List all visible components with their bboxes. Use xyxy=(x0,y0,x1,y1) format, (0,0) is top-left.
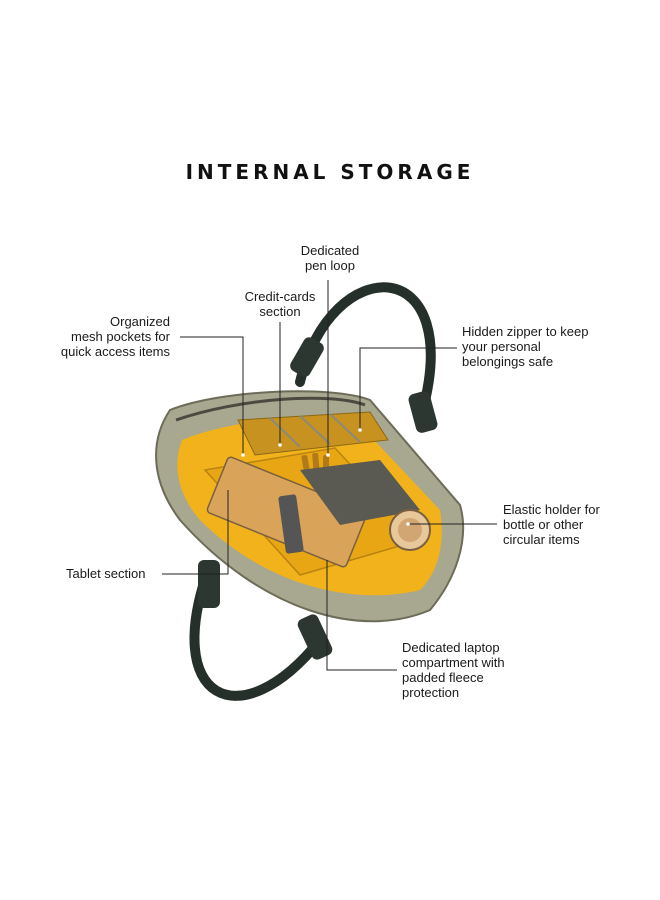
leader-laptop xyxy=(326,560,397,671)
top-handle-tab-left xyxy=(290,337,324,377)
bottom-handle xyxy=(189,560,325,701)
leader-lines xyxy=(162,280,497,671)
bottom-handle-tab-right xyxy=(297,614,333,660)
callout-laptop: Dedicated laptop compartment with padded… xyxy=(402,640,505,700)
elastic-strap xyxy=(278,494,304,554)
page-title: INTERNAL STORAGE xyxy=(185,160,475,184)
leader-tablet xyxy=(162,490,229,575)
top-handle xyxy=(295,282,436,425)
leader-mesh-pockets xyxy=(180,336,244,455)
callout-hidden-zipper: Hidden zipper to keep your personal belo… xyxy=(462,324,589,369)
callout-mesh-pockets: Organized mesh pockets for quick access … xyxy=(60,314,170,359)
callout-credit-cards: Credit-cards section xyxy=(244,289,316,319)
leader-hidden-zipper xyxy=(359,347,457,430)
divider-panel xyxy=(300,460,420,525)
zipper-trim xyxy=(175,396,366,422)
callout-tablet: Tablet section xyxy=(66,566,146,581)
callout-pen-loop: Dedicated pen loop xyxy=(300,243,360,273)
top-handle-tab-right xyxy=(408,391,438,433)
leader-dots xyxy=(241,428,410,526)
bottom-handle-tab-left xyxy=(198,560,220,608)
callout-elastic-holder: Elastic holder for bottle or other circu… xyxy=(503,502,600,547)
